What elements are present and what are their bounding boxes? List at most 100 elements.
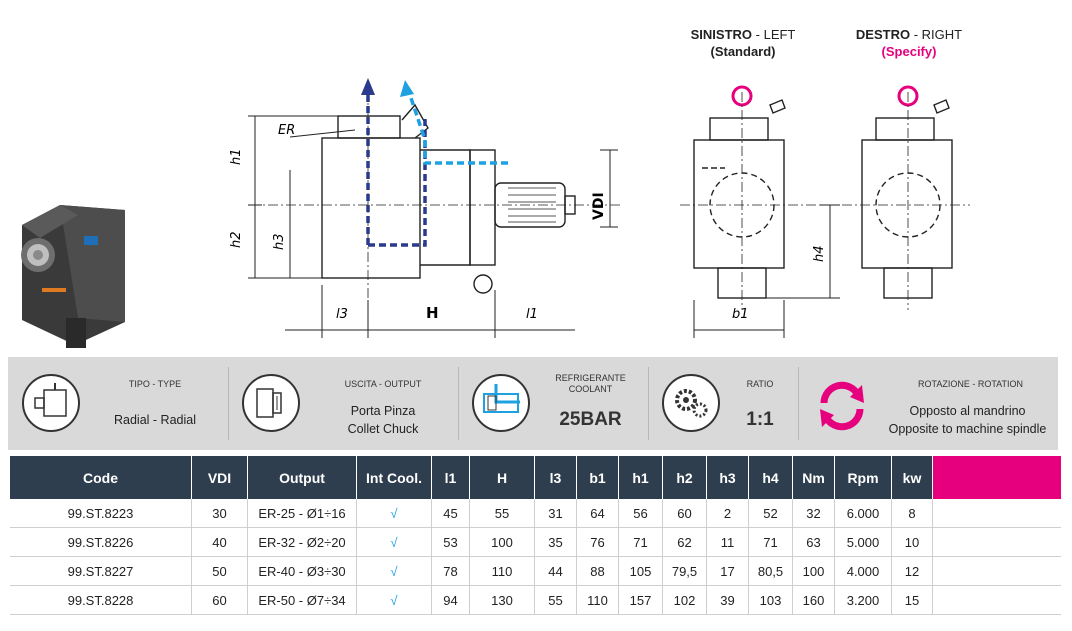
cell-blank bbox=[932, 556, 1061, 586]
cell-h1: 56 bbox=[618, 499, 663, 528]
cell-l1: 45 bbox=[431, 499, 470, 528]
spec-ratio: RATIO 1:1 bbox=[648, 357, 798, 450]
cell-int-cool: √ bbox=[356, 499, 432, 528]
left-orientation-header: SINISTRO - LEFT (Standard) bbox=[680, 26, 806, 60]
cell-kw: 10 bbox=[891, 527, 933, 557]
rotation-value-1: Opposto al mandrino bbox=[909, 404, 1026, 418]
right-name-en: - RIGHT bbox=[910, 27, 963, 42]
vdi-label: VDI bbox=[591, 192, 607, 220]
radial-tool-icon bbox=[22, 374, 80, 432]
cell-output: ER-32 - Ø2÷20 bbox=[247, 527, 357, 557]
spec-type: TIPO - TYPE Radial - Radial bbox=[8, 357, 228, 450]
left-name-en: - LEFT bbox=[752, 27, 796, 42]
coolant-value: 25BAR bbox=[559, 409, 622, 430]
cell-output: ER-50 - Ø7÷34 bbox=[247, 585, 357, 615]
col-h2: h2 bbox=[662, 456, 707, 499]
H-label: H bbox=[426, 304, 439, 322]
accent-header-block bbox=[932, 456, 1061, 499]
coolant-label-1: REFRIGERANTE bbox=[555, 373, 626, 383]
col-h1: h1 bbox=[618, 456, 663, 499]
table-row: 99.ST.8223 30 ER-25 - Ø1÷16 √ 45 55 31 6… bbox=[10, 499, 1061, 528]
cell-blank bbox=[932, 527, 1061, 557]
cell-kw: 15 bbox=[891, 585, 933, 615]
left-note: (Standard) bbox=[710, 44, 776, 59]
cell-vdi: 40 bbox=[191, 527, 248, 557]
cell-blank bbox=[932, 585, 1061, 615]
cell-h3: 2 bbox=[706, 499, 749, 528]
right-front-view bbox=[861, 99, 953, 299]
output-value-2: Collet Chuck bbox=[347, 422, 419, 436]
right-orientation-header: DESTRO - RIGHT (Specify) bbox=[842, 26, 976, 60]
cell-h4: 103 bbox=[748, 585, 793, 615]
cell-h2: 79,5 bbox=[662, 556, 707, 586]
h1-label: h1 bbox=[229, 148, 244, 165]
cell-b1: 88 bbox=[576, 556, 619, 586]
product-photo bbox=[21, 205, 125, 348]
spec-rotation: ROTAZIONE - ROTATION Opposto al mandrino… bbox=[798, 357, 1058, 450]
gears-icon bbox=[662, 374, 720, 432]
cell-l3: 35 bbox=[534, 527, 577, 557]
coolant-flow-arrow bbox=[408, 94, 508, 165]
cell-h2: 102 bbox=[662, 585, 707, 615]
rotation-value-2: Opposite to machine spindle bbox=[888, 422, 1047, 436]
cell-int-cool: √ bbox=[356, 585, 432, 615]
spec-table: Code VDI Output Int Cool. l1 H l3 b1 h1 … bbox=[10, 456, 1061, 615]
cell-vdi: 30 bbox=[191, 499, 248, 528]
table-row: 99.ST.8227 50 ER-40 - Ø3÷30 √ 78 110 44 … bbox=[10, 556, 1061, 586]
col-l3: l3 bbox=[534, 456, 577, 499]
cell-vdi: 50 bbox=[191, 556, 248, 586]
cell-b1: 110 bbox=[576, 585, 619, 615]
col-rpm: Rpm bbox=[834, 456, 892, 499]
table-row: 99.ST.8226 40 ER-32 - Ø2÷20 √ 53 100 35 … bbox=[10, 527, 1061, 557]
left-front-view bbox=[693, 99, 786, 299]
col-int-cool: Int Cool. bbox=[356, 456, 432, 499]
col-nm: Nm bbox=[792, 456, 835, 499]
col-l1: l1 bbox=[431, 456, 470, 499]
output-value-1: Porta Pinza bbox=[350, 404, 416, 418]
cell-output: ER-25 - Ø1÷16 bbox=[247, 499, 357, 528]
cell-code: 99.ST.8226 bbox=[10, 527, 192, 557]
cell-b1: 64 bbox=[576, 499, 619, 528]
coolant-label-2: COOLANT bbox=[568, 384, 613, 394]
cell-l1: 94 bbox=[431, 585, 470, 615]
col-code: Code bbox=[10, 456, 192, 499]
cell-output: ER-40 - Ø3÷30 bbox=[247, 556, 357, 586]
right-name: DESTRO bbox=[855, 27, 911, 42]
spec-band: TIPO - TYPE Radial - Radial USCITA - OUT… bbox=[8, 357, 1058, 450]
l1-label: l1 bbox=[526, 307, 538, 322]
cell-rpm: 6.000 bbox=[834, 499, 892, 528]
table-header-row: Code VDI Output Int Cool. l1 H l3 b1 h1 … bbox=[10, 456, 1061, 499]
cell-h1: 157 bbox=[618, 585, 663, 615]
coolant-icon bbox=[472, 374, 530, 432]
cell-kw: 8 bbox=[891, 499, 933, 528]
col-h4: h4 bbox=[748, 456, 793, 499]
cell-l3: 31 bbox=[534, 499, 577, 528]
cell-h4: 71 bbox=[748, 527, 793, 557]
col-h3: h3 bbox=[706, 456, 749, 499]
cell-nm: 160 bbox=[792, 585, 835, 615]
col-output: Output bbox=[247, 456, 357, 499]
cell-int-cool: √ bbox=[356, 556, 432, 586]
cell-H: 130 bbox=[469, 585, 535, 615]
cell-l3: 55 bbox=[534, 585, 577, 615]
cell-h1: 105 bbox=[618, 556, 663, 586]
l3-label: l3 bbox=[336, 307, 348, 322]
table-row: 99.ST.8228 60 ER-50 - Ø7÷34 √ 94 130 55 … bbox=[10, 585, 1061, 615]
technical-drawing: ER h1 h2 h3 VDI l3 H l1 bbox=[21, 78, 970, 348]
cell-h3: 39 bbox=[706, 585, 749, 615]
col-kw: kw bbox=[891, 456, 933, 499]
ratio-value: 1:1 bbox=[746, 409, 774, 430]
col-H: H bbox=[469, 456, 535, 499]
cell-H: 55 bbox=[469, 499, 535, 528]
cell-nm: 32 bbox=[792, 499, 835, 528]
right-note: (Specify) bbox=[881, 44, 937, 59]
cell-h1: 71 bbox=[618, 527, 663, 557]
cell-code: 99.ST.8227 bbox=[10, 556, 192, 586]
cell-code: 99.ST.8228 bbox=[10, 585, 192, 615]
cell-h2: 62 bbox=[662, 527, 707, 557]
cell-rpm: 4.000 bbox=[834, 556, 892, 586]
spec-output: USCITA - OUTPUT Porta Pinza Collet Chuck bbox=[228, 357, 458, 450]
cell-h2: 60 bbox=[662, 499, 707, 528]
ratio-label: RATIO bbox=[746, 379, 774, 389]
cell-h3: 11 bbox=[706, 527, 749, 557]
